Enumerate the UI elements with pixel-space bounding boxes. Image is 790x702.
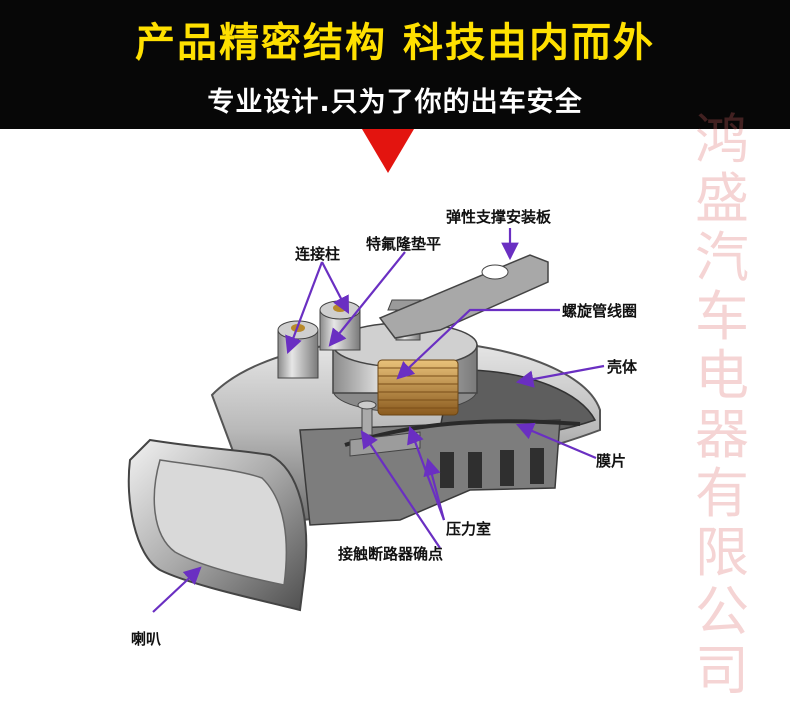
watermark-char: 有	[695, 462, 749, 525]
watermark-char: 限	[695, 521, 749, 584]
company-watermark: 鸿 盛 汽 车 电 器 有 限 公 司	[692, 110, 752, 700]
leader-spiral-coil	[396, 308, 560, 380]
watermark-char: 鸿	[695, 108, 749, 171]
watermark-char: 公	[695, 580, 749, 643]
down-arrow-icon	[362, 129, 414, 173]
label-pressure-chamber: 压力室	[446, 520, 492, 538]
coil-lines	[378, 367, 458, 409]
label-teflon-washer: 特氟隆垫平	[366, 235, 442, 253]
leader-terminal-right	[321, 261, 350, 314]
watermark-char: 汽	[695, 226, 749, 289]
header-banner: 产品精密结构 科技由内而外 专业设计.只为了你的出车安全	[0, 0, 790, 129]
contact-screw-head	[357, 400, 377, 410]
leader-lines	[152, 228, 605, 613]
label-horn-bell: 喇叭	[131, 630, 162, 648]
mounting-hole	[481, 264, 509, 280]
watermark-char: 车	[695, 285, 749, 348]
watermark-char: 盛	[695, 167, 749, 230]
horn-bell-mouth	[153, 459, 288, 586]
leader-horn-bell	[152, 566, 202, 613]
watermark-char: 电	[695, 344, 749, 407]
chamber-slot	[468, 452, 482, 488]
horn-cutaway-diagram	[127, 228, 605, 613]
chamber-slot	[440, 452, 454, 488]
label-contact-breaker: 接触断路器确点	[338, 545, 444, 563]
leader-contact-breaker	[360, 430, 441, 549]
label-spiral-coil: 螺旋管线圈	[562, 302, 638, 320]
label-terminal-post: 连接柱	[295, 245, 341, 263]
label-housing: 壳体	[607, 358, 638, 376]
watermark-char: 器	[695, 403, 749, 466]
pressure-chamber-body	[299, 419, 561, 526]
page-title: 产品精密结构 科技由内而外	[135, 20, 655, 66]
label-support-plate: 弹性支撑安装板	[446, 208, 552, 226]
label-diaphragm: 膜片	[596, 452, 627, 470]
leader-terminal-left	[285, 261, 324, 355]
chamber-slot	[500, 450, 514, 486]
leader-teflon-washer	[328, 251, 406, 347]
leader-housing	[515, 364, 605, 388]
leader-diaphragm	[515, 422, 597, 460]
page-subtitle: 专业设计.只为了你的出车安全	[207, 87, 583, 118]
chamber-slot	[530, 448, 544, 484]
mounting-plate	[378, 254, 549, 339]
leader-pressure-chamber-2	[423, 457, 446, 521]
